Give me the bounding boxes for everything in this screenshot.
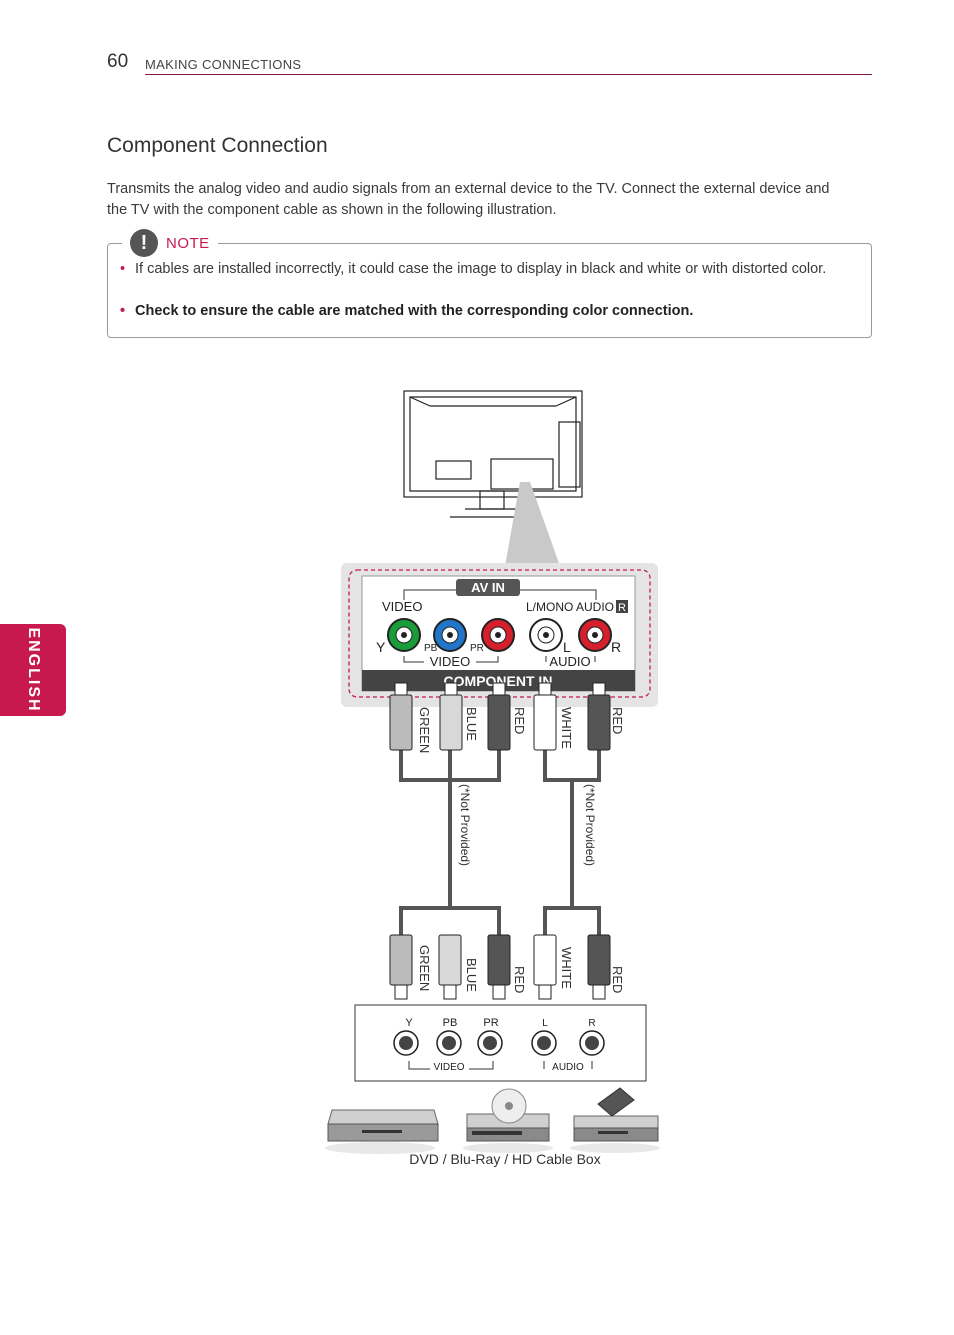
note-header: ! NOTE xyxy=(122,229,218,257)
note-item-text: Check to ensure the cable are matched wi… xyxy=(135,303,694,319)
r-badge xyxy=(616,600,628,613)
cable-label-green: GREEN xyxy=(417,707,432,753)
cable-label-blue: BLUE xyxy=(464,958,479,992)
cable-label-red: RED xyxy=(512,707,527,734)
page-number: 60 xyxy=(107,51,129,72)
cable-label-red-audio: RED xyxy=(610,707,625,734)
device-jacks xyxy=(393,1030,605,1056)
zoom-beam xyxy=(505,482,560,566)
note-box xyxy=(107,243,872,338)
jack-r-label: R xyxy=(611,639,621,655)
note-item: • If cables are installed incorrectly, i… xyxy=(120,259,855,280)
plug-white xyxy=(533,682,557,751)
av-in-label: AV IN xyxy=(471,580,505,595)
cable-label-green: GREEN xyxy=(417,945,432,991)
plug-red xyxy=(487,934,511,1000)
device-audio-label: AUDIO xyxy=(552,1062,584,1073)
device-jack-l-label: L xyxy=(542,1018,548,1029)
jack-pr-label: PR xyxy=(470,643,484,654)
bullet-icon: • xyxy=(120,303,126,319)
tv-back-illustration xyxy=(403,390,583,518)
plug-green xyxy=(389,934,413,1000)
not-provided-label: (*Not Provided) xyxy=(458,784,472,866)
device-caption: DVD / Blu-Ray / HD Cable Box xyxy=(409,1151,601,1167)
device-jack-r-label: R xyxy=(588,1018,595,1029)
jack-pb-label: PB xyxy=(424,643,438,654)
intro-paragraph: Transmits the analog video and audio sig… xyxy=(107,181,830,218)
cable-label-white: WHITE xyxy=(559,707,574,749)
plug-red-audio xyxy=(587,934,611,1000)
top-plugs xyxy=(389,682,611,751)
cable-label-red: RED xyxy=(512,966,527,993)
plug-blue xyxy=(439,682,463,751)
device-jack-y-label: Y xyxy=(405,1017,413,1029)
plug-green xyxy=(389,682,413,751)
video-label-top: VIDEO xyxy=(382,599,422,614)
header-rule xyxy=(145,74,872,75)
plug-red xyxy=(487,682,511,751)
bottom-plugs xyxy=(389,934,611,1000)
bullet-icon: • xyxy=(120,261,126,277)
cable-wiring xyxy=(399,750,601,935)
av-in-badge xyxy=(456,579,520,596)
plug-blue xyxy=(438,934,462,1000)
device-jack-pr-label: PR xyxy=(483,1017,498,1029)
exclamation-icon: ! xyxy=(130,229,158,257)
cable-box-icon xyxy=(570,1087,660,1153)
cable-label-white: WHITE xyxy=(559,947,574,989)
dvd-player-icon xyxy=(325,1109,439,1154)
video-label-bottom: VIDEO xyxy=(430,654,470,669)
device-jack-pb-label: PB xyxy=(443,1017,458,1029)
cable-label-blue: BLUE xyxy=(464,707,479,741)
jack-l-label: L xyxy=(563,639,571,655)
lmono-audio-label: L/MONO AUDIO xyxy=(526,600,614,614)
plug-red-audio xyxy=(587,682,611,751)
audio-label-bottom: AUDIO xyxy=(549,654,590,669)
jack-y-label: Y xyxy=(376,639,386,655)
device-video-label: VIDEO xyxy=(433,1062,464,1073)
note-item: • Check to ensure the cable are matched … xyxy=(120,301,855,322)
plug-white xyxy=(533,934,557,1000)
section-name: MAKING CONNECTIONS xyxy=(145,57,302,72)
cable-label-red-audio: RED xyxy=(610,966,625,993)
not-provided-label: (*Not Provided) xyxy=(583,784,597,866)
language-tab: ENGLISH xyxy=(0,624,66,716)
r-badge-label: R xyxy=(618,602,626,614)
bluray-player-icon xyxy=(463,1088,553,1153)
note-item-text: If cables are installed incorrectly, it … xyxy=(135,261,827,277)
component-in-bar xyxy=(362,670,635,691)
component-in-label: COMPONENT IN xyxy=(444,673,553,689)
tv-jacks xyxy=(387,618,612,652)
page-title: Component Connection xyxy=(107,134,328,157)
note-label: NOTE xyxy=(166,234,210,252)
